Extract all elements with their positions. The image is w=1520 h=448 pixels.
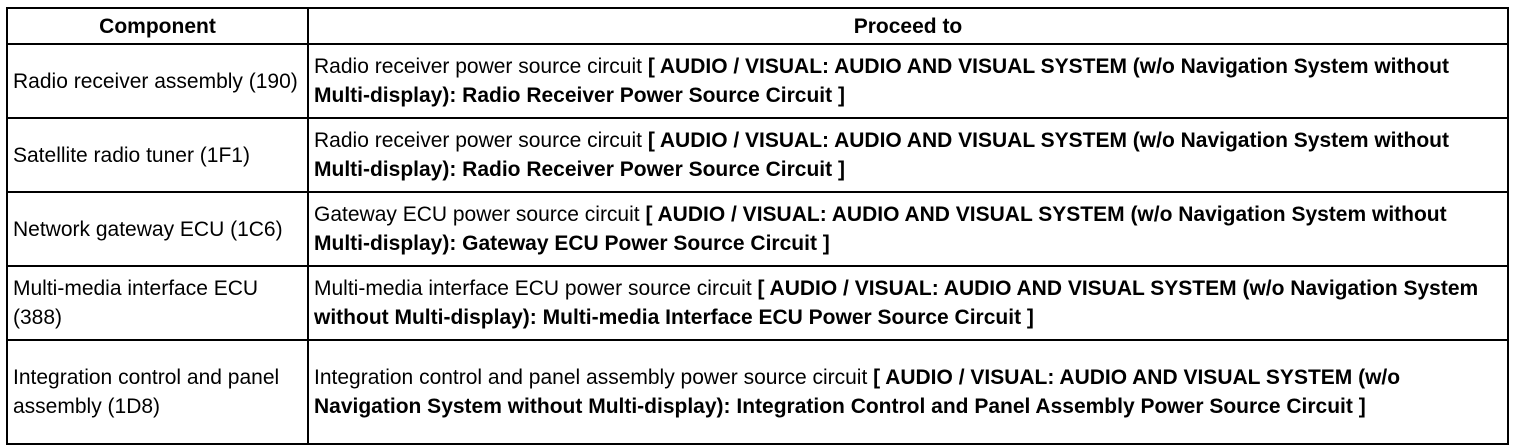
header-component: Component [6, 7, 309, 45]
circuit-text: Radio receiver power source circuit [314, 129, 642, 152]
procedure-reference-link[interactable]: [ AUDIO / VISUAL: AUDIO AND VISUAL SYSTE… [314, 203, 1447, 255]
procedure-reference-link[interactable]: [ AUDIO / VISUAL: AUDIO AND VISUAL SYSTE… [314, 129, 1449, 181]
table-row: Multi-media interface ECU (388) Multi-me… [6, 265, 1509, 341]
component-cell: Multi-media interface ECU (388) [6, 265, 309, 341]
proceed-to-cell: Radio receiver power source circuit [ AU… [307, 117, 1509, 193]
procedure-reference-link[interactable]: [ AUDIO / VISUAL: AUDIO AND VISUAL SYSTE… [314, 277, 1479, 329]
table-row: Satellite radio tuner (1F1) Radio receiv… [6, 117, 1509, 193]
table-header-row: Component Proceed to [6, 7, 1509, 45]
component-cell: Radio receiver assembly (190) [6, 43, 309, 119]
header-proceed-to: Proceed to [307, 7, 1509, 45]
table-row: Integration control and panel assembly (… [6, 339, 1509, 445]
circuit-text: Integration control and panel assembly p… [314, 366, 868, 389]
proceed-to-cell: Gateway ECU power source circuit [ AUDIO… [307, 191, 1509, 267]
procedure-reference-link[interactable]: [ AUDIO / VISUAL: AUDIO AND VISUAL SYSTE… [314, 55, 1449, 107]
component-procedure-table: Component Proceed to Radio receiver asse… [6, 7, 1509, 445]
circuit-text: Gateway ECU power source circuit [314, 203, 640, 226]
proceed-to-cell: Integration control and panel assembly p… [307, 339, 1509, 445]
procedure-reference-link[interactable]: [ AUDIO / VISUAL: AUDIO AND VISUAL SYSTE… [314, 366, 1401, 418]
table-row: Radio receiver assembly (190) Radio rece… [6, 43, 1509, 119]
circuit-text: Radio receiver power source circuit [314, 55, 642, 78]
proceed-to-cell: Multi-media interface ECU power source c… [307, 265, 1509, 341]
component-cell: Network gateway ECU (1C6) [6, 191, 309, 267]
component-cell: Satellite radio tuner (1F1) [6, 117, 309, 193]
proceed-to-cell: Radio receiver power source circuit [ AU… [307, 43, 1509, 119]
table-row: Network gateway ECU (1C6) Gateway ECU po… [6, 191, 1509, 267]
component-cell: Integration control and panel assembly (… [6, 339, 309, 445]
circuit-text: Multi-media interface ECU power source c… [314, 277, 752, 300]
